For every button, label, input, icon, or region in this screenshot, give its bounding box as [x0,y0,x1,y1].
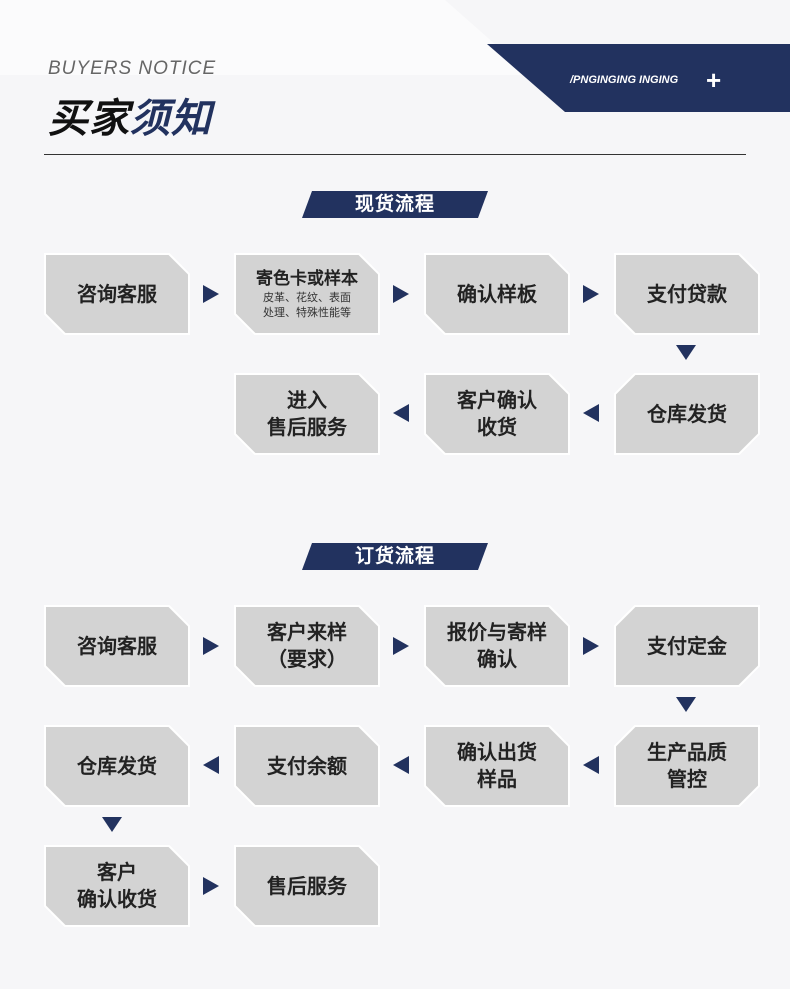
step-box-shape [44,725,190,807]
step-title-line1: 确认出货 [457,740,537,764]
corner-banner-text: /PNGINGING INGING [570,74,679,86]
step-box: 仓库发货 [614,373,760,455]
step-title-line2: 管控 [667,767,707,791]
section1-label-bg [302,191,488,218]
header-divider [44,154,746,155]
step-box-shape [424,725,570,807]
step-title-line2: 售后服务 [267,415,347,439]
arrow-left-icon [203,756,219,774]
step-box-shape [614,373,760,455]
arrow-left-icon [583,404,599,422]
step-title-line1: 生产品质 [647,740,727,764]
step-box: 生产品质 管控 [614,725,760,807]
step-box: 支付余额 [234,725,380,807]
step-box: 支付定金 [614,605,760,687]
step-box-shape [44,605,190,687]
step-box-shape [614,253,760,335]
step-box: 客户确认 收货 [424,373,570,455]
step-box: 客户 确认收货 [44,845,190,927]
step-title: 支付贷款 [647,281,727,306]
arrow-right-icon [583,637,599,655]
arrow-down-icon [676,697,696,712]
section2-label-text: 订货流程 [354,545,435,567]
arrow-left-icon [393,404,409,422]
step-title: 仓库发货 [647,401,727,426]
section1-label-text: 现货流程 [354,193,435,215]
step-subtitle: 处理、特殊性能等 [263,306,351,319]
step-box: 报价与寄样 确认 [424,605,570,687]
header-en-title: BUYERS NOTICE [48,58,217,79]
step-title-line1: 报价与寄样 [447,620,547,644]
step-title-line1: 客户来样 [267,620,347,644]
step-title-line2: （要求） [267,647,347,671]
section2-label-bg [302,543,488,570]
arrow-down-icon [102,817,122,832]
step-title-line2: 收货 [477,415,517,439]
header-zh-title-part2: 须知 [130,96,212,142]
step-box: 客户来样 （要求） [234,605,380,687]
step-box-shape [424,373,570,455]
arrow-right-icon [583,285,599,303]
arrow-left-icon [583,756,599,774]
step-box: 寄色卡或样本 皮革、花纹、表面 处理、特殊性能等 [234,253,380,335]
step-box-shape [234,253,380,335]
step-title: 寄色卡或样本 [256,269,358,289]
step-box-shape [614,725,760,807]
step-box: 仓库发货 [44,725,190,807]
section1-label: 现货流程 [302,191,488,218]
header-zh-title-part1: 买家 [48,96,130,142]
step-box: 咨询客服 [44,605,190,687]
step-title-line2: 样品 [477,767,517,791]
arrow-right-icon [203,637,219,655]
step-box: 售后服务 [234,845,380,927]
step-box: 咨询客服 [44,253,190,335]
step-box-shape [614,605,760,687]
step-title-line1: 进入 [287,388,327,412]
arrow-right-icon [203,285,219,303]
plus-icon: + [706,65,722,95]
step-title: 仓库发货 [77,753,157,778]
step-title-line2: 确认 [477,647,517,671]
step-box-shape [234,605,380,687]
step-box-shape [44,253,190,335]
step-box-shape [44,845,190,927]
step-title-line1: 客户确认 [457,388,537,412]
header-zh-title: 买家须知 [48,86,212,144]
arrow-down-icon [676,345,696,360]
step-box-shape [234,373,380,455]
step-box: 支付贷款 [614,253,760,335]
step-box: 进入 售后服务 [234,373,380,455]
arrow-right-icon [393,637,409,655]
step-box-shape [424,253,570,335]
step-title-line2: 确认收货 [77,887,157,911]
arrow-left-icon [393,756,409,774]
section2-label: 订货流程 [302,543,488,570]
step-subtitle: 皮革、花纹、表面 [263,291,351,304]
step-title: 支付余额 [267,753,347,778]
arrow-right-icon [203,877,219,895]
step-title: 售后服务 [267,873,347,898]
step-title: 确认样板 [457,281,537,306]
step-title-line1: 客户 [97,860,137,884]
step-box: 确认样板 [424,253,570,335]
step-title: 支付定金 [647,633,727,658]
step-box-shape [234,845,380,927]
step-box-shape [234,725,380,807]
step-title: 咨询客服 [77,633,157,658]
step-box: 确认出货 样品 [424,725,570,807]
step-box-shape [424,605,570,687]
step-title: 咨询客服 [77,281,157,306]
arrow-right-icon [393,285,409,303]
